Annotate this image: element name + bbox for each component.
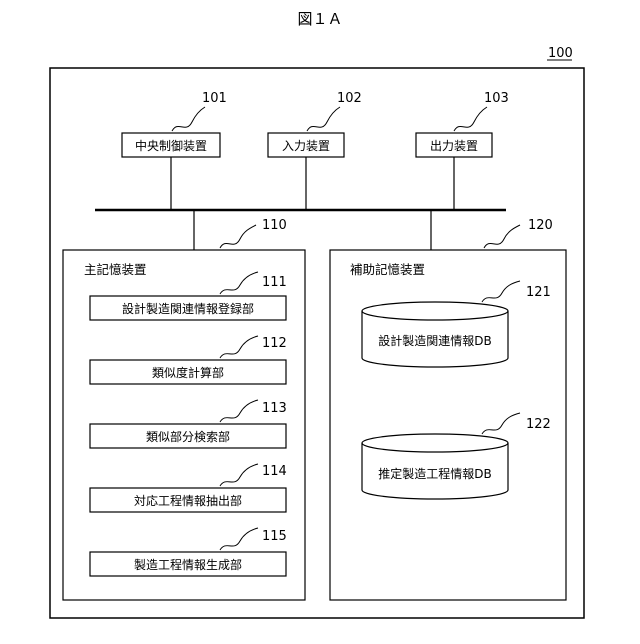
ref-102: 102 — [337, 91, 362, 106]
central-control-device: 中央制御装置 — [122, 133, 220, 157]
database-121: 設計製造関連情報DB — [362, 302, 508, 367]
database-122: 推定製造工程情報DB — [362, 434, 508, 499]
ref-115: 115 — [262, 529, 287, 544]
output-device: 出力装置 — [416, 133, 492, 157]
ref-leader-121 — [482, 281, 520, 302]
aux-storage: 補助記憶装置 120 設計製造関連情報DB 121 推定製造工程情報DB 122 — [330, 218, 566, 600]
system-ref: 100 — [548, 46, 573, 61]
ref-leader-113 — [220, 400, 258, 422]
db-label-122: 推定製造工程情報DB — [378, 466, 491, 481]
unit-label-114: 対応工程情報抽出部 — [134, 493, 242, 508]
main-storage-title: 主記憶装置 — [84, 262, 147, 277]
ref-110: 110 — [262, 218, 287, 233]
ref-leader-111 — [220, 272, 258, 294]
ref-121: 121 — [526, 285, 551, 300]
ref-113: 113 — [262, 401, 287, 416]
ref-101: 101 — [202, 91, 227, 106]
ref-leader-103 — [454, 107, 487, 131]
unit-label-112: 類似度計算部 — [152, 365, 224, 380]
ref-leader-102 — [307, 107, 340, 131]
db-top-121 — [362, 302, 508, 320]
unit-label-111: 設計製造関連情報登録部 — [122, 301, 254, 316]
ref-111: 111 — [262, 275, 287, 290]
ref-leader-110 — [220, 225, 256, 248]
unit-label-113: 類似部分検索部 — [146, 429, 230, 444]
ref-leader-122 — [482, 413, 520, 434]
ref-leader-120 — [484, 225, 520, 248]
ref-112: 112 — [262, 336, 287, 351]
ref-103: 103 — [484, 91, 509, 106]
ref-leader-112 — [220, 336, 258, 358]
main-storage: 主記憶装置 110 設計製造関連情報登録部 111 類似度計算部 112 類似部… — [63, 218, 305, 600]
unit-label-115: 製造工程情報生成部 — [134, 557, 242, 572]
ref-122: 122 — [526, 417, 551, 432]
db-top-122 — [362, 434, 508, 452]
central-control-label: 中央制御装置 — [135, 138, 207, 153]
output-device-label: 出力装置 — [430, 139, 478, 153]
ref-114: 114 — [262, 464, 287, 479]
input-device: 入力装置 — [268, 133, 344, 157]
ref-leader-115 — [220, 528, 258, 550]
ref-leader-114 — [220, 464, 258, 486]
ref-120: 120 — [528, 218, 553, 233]
figure-label: 図１Ａ — [297, 10, 342, 28]
db-label-121: 設計製造関連情報DB — [378, 333, 491, 348]
ref-leader-101 — [172, 107, 205, 131]
input-device-label: 入力装置 — [282, 139, 330, 153]
aux-storage-title: 補助記憶装置 — [350, 262, 425, 277]
